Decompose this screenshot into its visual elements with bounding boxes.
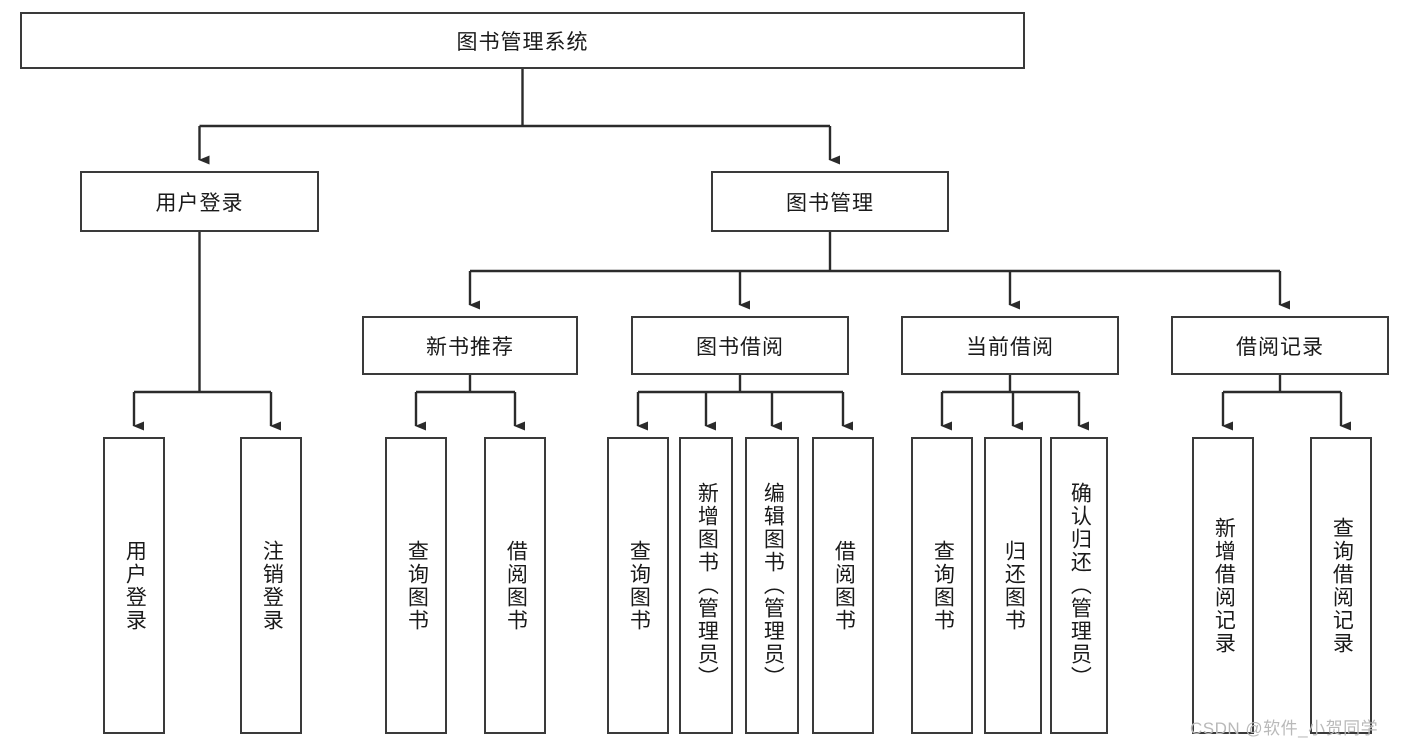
- node-label: 借阅记录: [1236, 335, 1324, 359]
- node-label: 图书管理系统: [456, 30, 589, 54]
- node-label: 图书管理: [786, 191, 874, 215]
- node-current[interactable]: 当前借阅: [901, 316, 1119, 375]
- node-l-qrec[interactable]: 查询借阅记录: [1310, 437, 1372, 734]
- node-label: 编辑图书（管理员）: [761, 482, 785, 689]
- node-newbook[interactable]: 新书推荐: [362, 316, 578, 375]
- node-label: 查询图书: [627, 539, 651, 632]
- node-label: 新增图书（管理员）: [695, 482, 719, 689]
- node-label: 用户登录: [123, 539, 147, 632]
- node-l-q3[interactable]: 查询图书: [911, 437, 973, 734]
- node-l-logout[interactable]: 注销登录: [240, 437, 302, 734]
- node-label: 新书推荐: [426, 335, 514, 359]
- csdn-watermark: CSDN @软件_小贺同学: [1190, 719, 1379, 738]
- node-label: 新增借阅记录: [1212, 516, 1236, 655]
- node-label: 当前借阅: [966, 335, 1054, 359]
- node-label: 借阅图书: [832, 539, 856, 632]
- node-borrow[interactable]: 图书借阅: [631, 316, 849, 375]
- node-l-b2[interactable]: 借阅图书: [812, 437, 874, 734]
- node-l-login[interactable]: 用户登录: [103, 437, 165, 734]
- node-l-q1[interactable]: 查询图书: [385, 437, 447, 734]
- node-l-q2[interactable]: 查询图书: [607, 437, 669, 734]
- node-label: 归还图书: [1002, 539, 1026, 632]
- node-record[interactable]: 借阅记录: [1171, 316, 1389, 375]
- node-label: 用户登录: [155, 191, 244, 215]
- node-label: 借阅图书: [504, 539, 528, 632]
- node-l-add[interactable]: 新增图书（管理员）: [679, 437, 733, 734]
- node-l-b1[interactable]: 借阅图书: [484, 437, 546, 734]
- node-label: 查询借阅记录: [1330, 516, 1354, 655]
- node-label: 注销登录: [260, 539, 284, 632]
- node-l-addrec[interactable]: 新增借阅记录: [1192, 437, 1254, 734]
- node-root[interactable]: 图书管理系统: [20, 12, 1025, 69]
- node-l-return[interactable]: 归还图书: [984, 437, 1042, 734]
- node-l-confirm[interactable]: 确认归还（管理员）: [1050, 437, 1108, 734]
- node-bookmgmt[interactable]: 图书管理: [711, 171, 949, 232]
- node-label: 图书借阅: [696, 335, 784, 359]
- node-l-edit[interactable]: 编辑图书（管理员）: [745, 437, 799, 734]
- node-label: 查询图书: [405, 539, 429, 632]
- node-label: 确认归还（管理员）: [1068, 482, 1092, 689]
- node-label: 查询图书: [931, 539, 955, 632]
- node-login[interactable]: 用户登录: [80, 171, 319, 232]
